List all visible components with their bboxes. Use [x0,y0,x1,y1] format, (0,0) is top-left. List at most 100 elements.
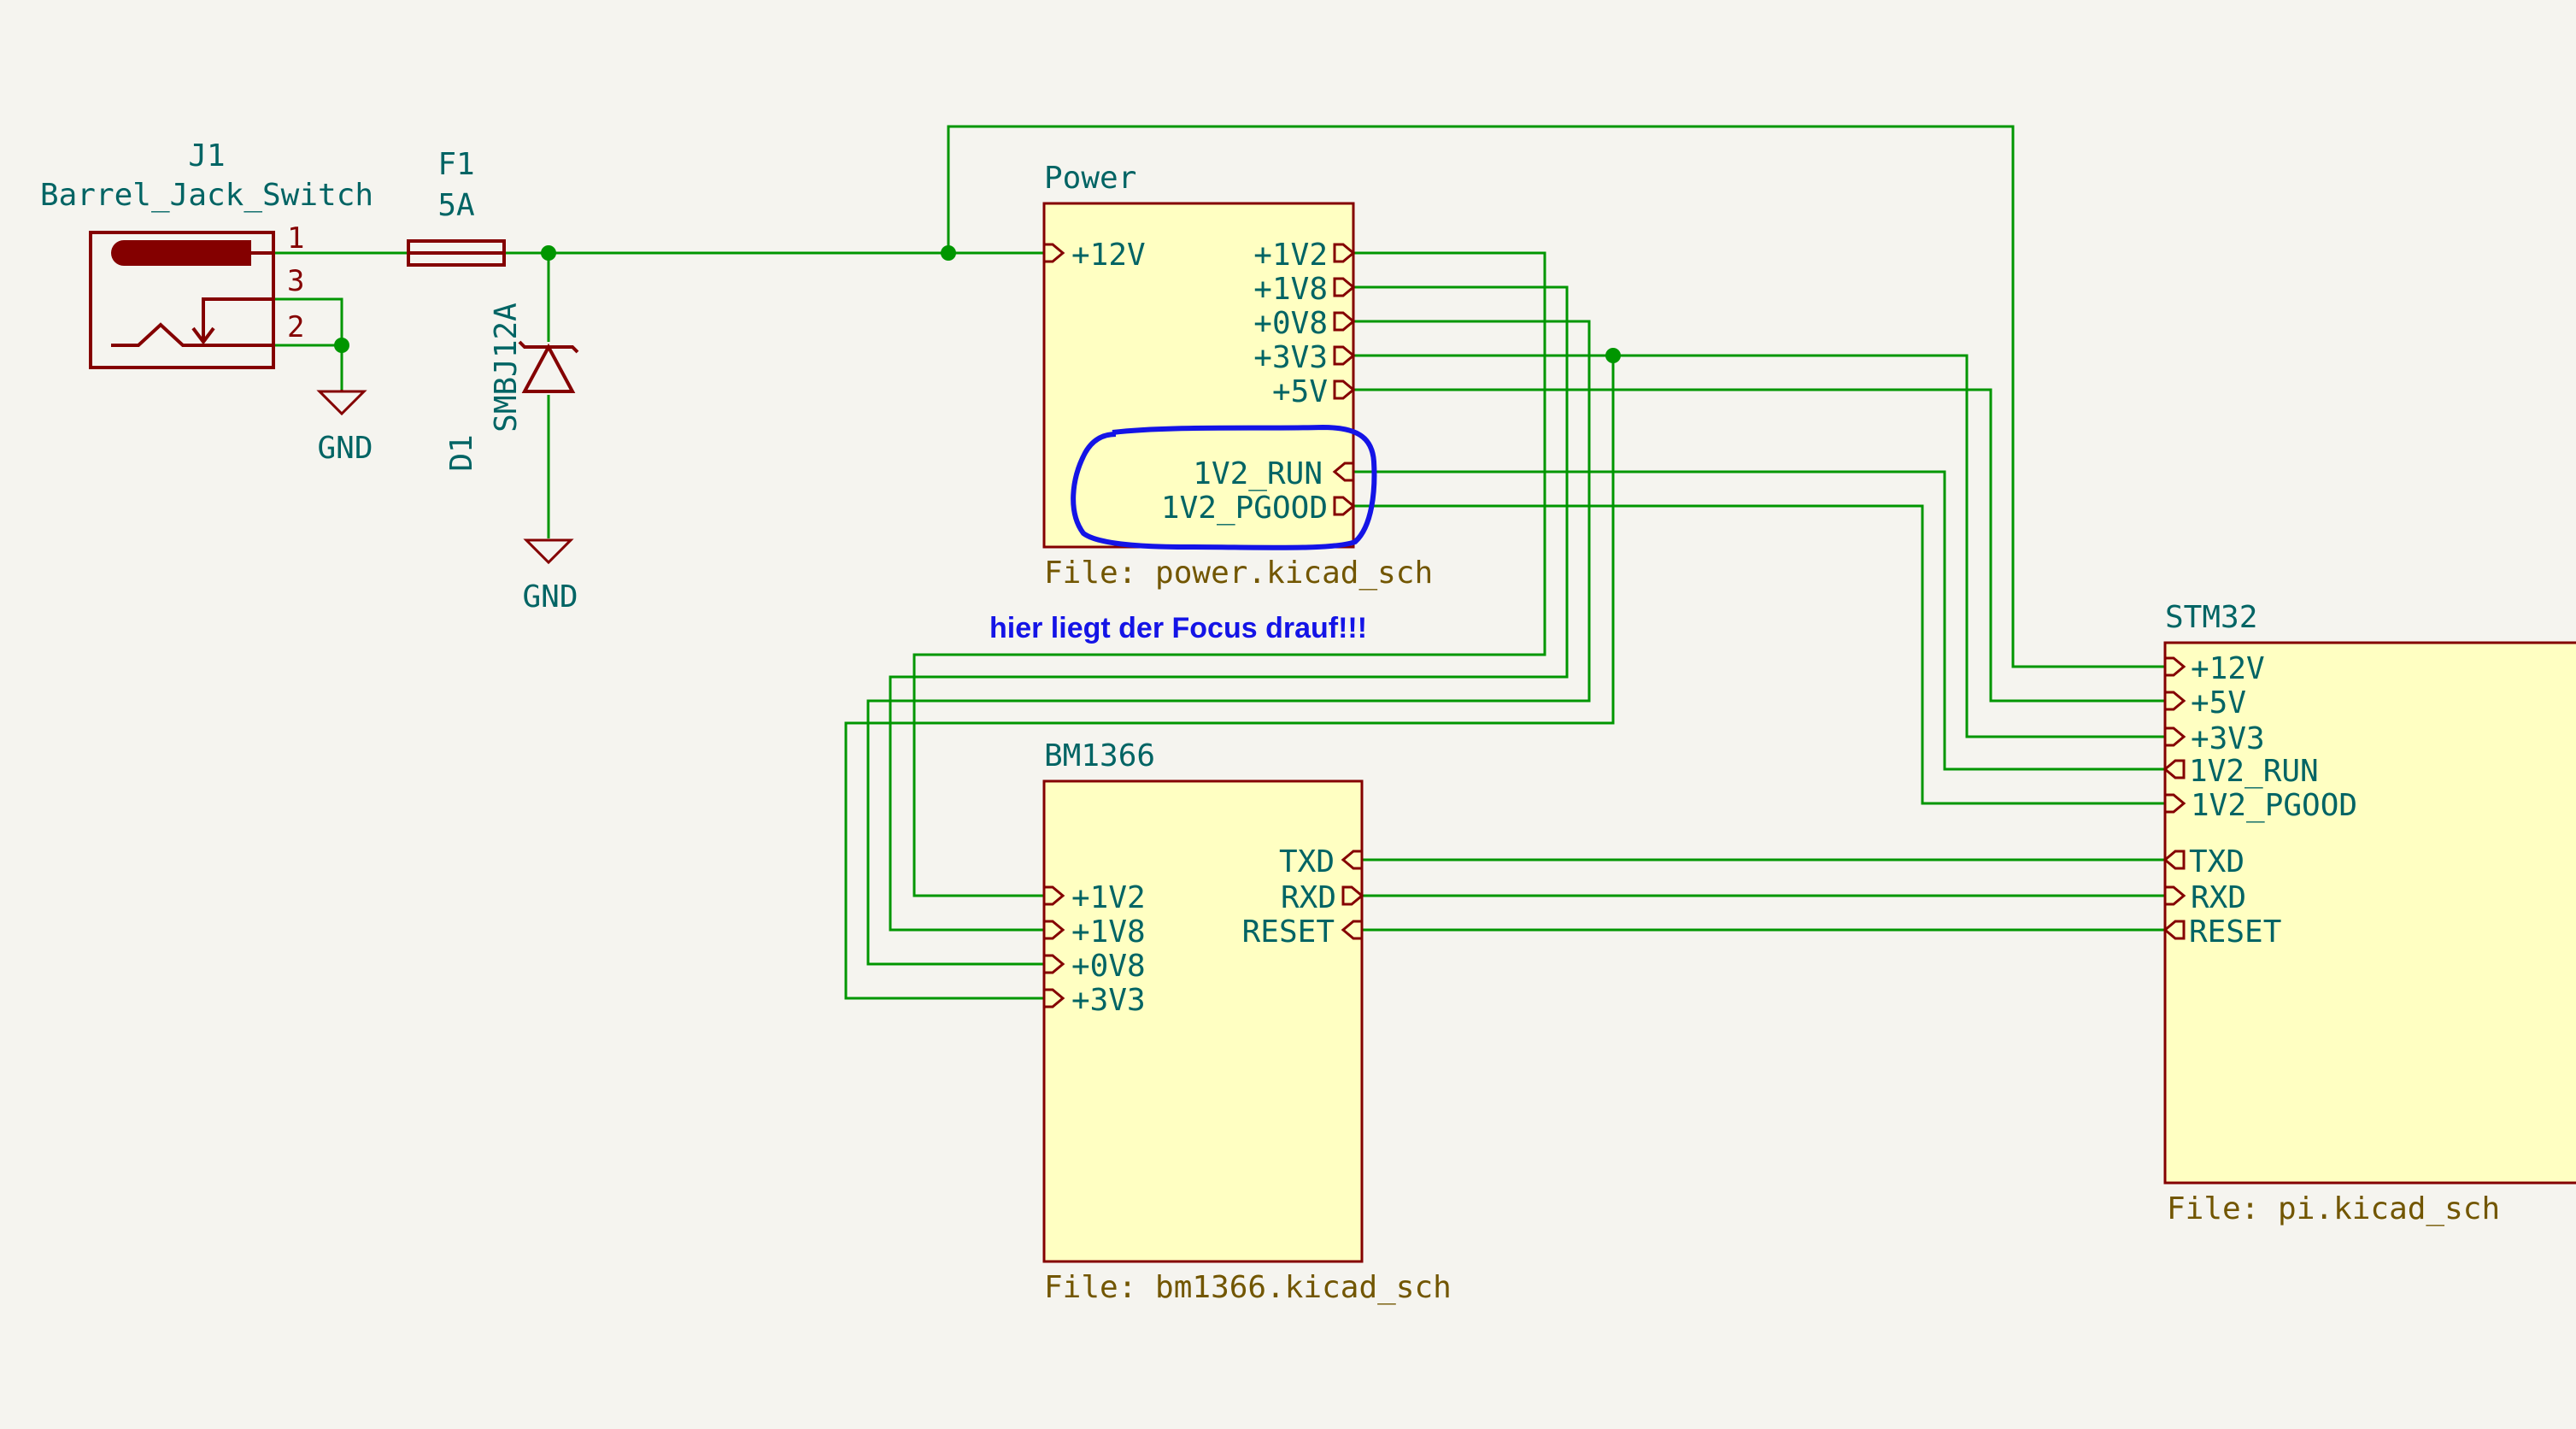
bm1366-pin-rxd: RXD [1281,880,1336,915]
power-sheet-name: Power [1044,161,1136,196]
d1-reference: D1 [444,434,479,471]
sheet-power[interactable]: Power File: power.kicad_sch +12V +1V2 +1… [1042,161,1433,591]
bm1366-pin-rxd-shape [1341,885,1364,906]
bm1366-pin-reset: RESET [1242,914,1335,950]
wires [273,125,2170,1000]
barrel-jack-j1[interactable]: J1 Barrel_Jack_Switch 1 3 2 [40,138,373,369]
d1-bar [518,340,579,354]
power-pin-3v3-shape [1333,345,1356,366]
power-pin-1v2: +1V2 [1253,238,1328,273]
wire-0v8 [866,320,1591,966]
bm1366-pin-0v8: +0V8 [1071,949,1146,984]
stm32-sheet-body [2163,641,2576,1185]
power-pin-0v8: +0V8 [1253,306,1328,341]
power-pin-1v2-pgood: 1V2_PGOOD [1161,491,1328,526]
junction-12v-stm32 [941,245,956,261]
power-pin-run-shape [1332,462,1355,482]
bm1366-pin-1v2: +1V2 [1071,880,1146,915]
stm32-pin-rxd-shape [2163,885,2186,906]
wire-j1-pin3 [273,297,343,345]
power-pin-pgood-shape [1333,496,1356,516]
f1-reference: F1 [437,147,474,182]
j1-switch-arrow [191,326,215,345]
stm32-sheet-name: STM32 [2165,600,2257,635]
bm1366-pin-0v8-shape [1042,954,1065,974]
stm32-pin-run-shape [2162,759,2186,779]
sheet-stm32[interactable]: STM32 File: pi.kicad_sch +12V +5V +3V3 1… [2162,600,2576,1226]
j1-value: Barrel_Jack_Switch [40,178,373,213]
wire-3v3-stm32 [1613,354,2170,738]
stm32-pin-txd: TXD [2189,844,2244,879]
wire-5v-stm32 [1353,388,2170,703]
stm32-pin-1v2-run: 1V2_RUN [2189,754,2319,789]
stm32-sheet-file: File: pi.kicad_sch [2167,1191,2500,1226]
gnd-symbol-d1[interactable]: GND [522,538,578,615]
f1-value: 5A [437,188,475,223]
power-pin-1v2-shape [1333,243,1356,263]
gnd-d1-triangle [523,538,574,565]
bm1366-pin-1v2-shape [1042,885,1065,906]
bm1366-pin-1v8-shape [1042,920,1065,940]
power-pin-1v8: +1V8 [1253,272,1328,307]
fuse-f1[interactable]: F1 5A [407,147,506,267]
power-pin-5v: +5V [1272,374,1328,409]
stm32-pin-12v-shape [2163,656,2186,677]
power-pin-0v8-shape [1333,311,1356,332]
bm1366-sheet-file: File: bm1366.kicad_sch [1044,1270,1452,1305]
j1-switch-contact [111,322,273,347]
j1-switch-arm [202,297,273,340]
power-sheet-body [1042,202,1355,549]
power-pin-3v3: +3V3 [1253,340,1328,375]
gnd-d1-label: GND [522,579,578,615]
wire-pgood-stm32 [1353,504,2170,805]
stm32-pin-5v: +5V [2191,685,2246,720]
bm1366-sheet-name: BM1366 [1044,738,1155,773]
bm1366-pin-3v3: +3V3 [1071,983,1146,1018]
stm32-pin-3v3: +3V3 [2191,721,2265,756]
power-pin-1v8-shape [1333,277,1356,297]
gnd-j1-label: GND [317,431,373,466]
stm32-pin-pgood-shape [2163,793,2186,814]
bm1366-pin-txd: TXD [1279,844,1335,879]
bm1366-pin-txd-shape [1341,850,1364,870]
gnd-j1-triangle [316,390,367,416]
diode-d1[interactable]: SMBJ12A D1 [444,303,579,472]
j1-reference: J1 [188,138,225,173]
gnd-symbol-j1[interactable]: GND [316,390,373,466]
stm32-pin-5v-shape [2163,691,2186,711]
junction-3v3 [1605,348,1621,363]
stm32-pin-reset: RESET [2189,914,2281,950]
j1-pin-1-number: 1 [287,221,304,256]
bm1366-sheet-body [1042,779,1364,1263]
d1-value: SMBJ12A [489,303,524,432]
power-pin-12v-shape [1042,243,1065,263]
junction-j1-gnd [334,338,349,353]
focus-highlight-loop [1071,424,1377,550]
wire-12v-stm32 [947,125,2170,668]
power-pin-12v: +12V [1071,238,1146,273]
stm32-pin-3v3-shape [2163,726,2186,747]
stm32-pin-txd-shape [2162,850,2186,870]
stm32-pin-reset-shape [2162,920,2186,940]
wire-1v2 [912,251,1546,897]
j1-center-pin [111,240,251,266]
focus-annotation: hier liegt der Focus drauf!!! [989,612,1367,644]
j1-pin-3-number: 3 [287,264,304,298]
wire-1v8 [889,285,1569,932]
j1-pin-2-number: 2 [287,310,304,344]
wire-j1-pin2 [273,344,343,390]
sheet-bm1366[interactable]: BM1366 File: bm1366.kicad_sch +1V2 +1V8 … [1042,738,1452,1305]
power-pin-5v-shape [1333,379,1356,400]
stm32-pin-12v: +12V [2191,651,2265,686]
j1-center-pin-square [217,240,251,266]
wire-run-stm32 [1353,470,2170,771]
wire-3v3-bm [844,354,1615,1000]
d1-triangle [521,343,576,393]
stm32-pin-1v2-pgood: 1V2_PGOOD [2191,788,2357,823]
stm32-pin-rxd: RXD [2191,880,2246,915]
bm1366-pin-3v3-shape [1042,988,1065,1009]
junction-12v-diode [541,245,556,261]
bm1366-pin-1v8: +1V8 [1071,914,1146,950]
power-sheet-file: File: power.kicad_sch [1044,556,1433,591]
